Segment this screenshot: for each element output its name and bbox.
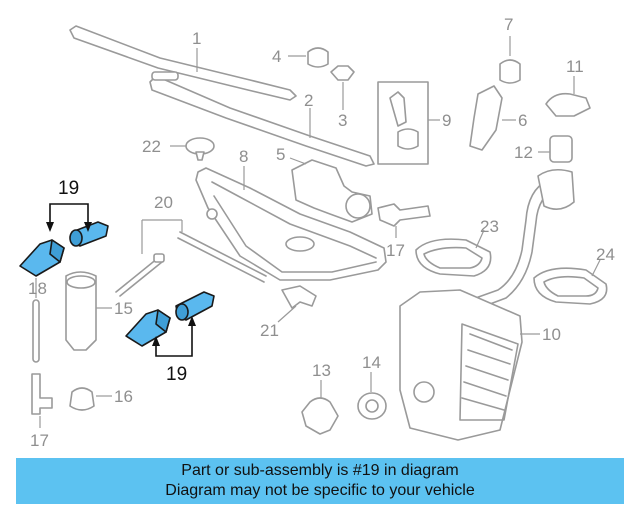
part-7-grommet: 7	[499, 15, 521, 84]
part-13-pump: 13	[301, 361, 339, 435]
part-9-hardware-kit: 9	[377, 81, 451, 165]
callout-1: 1	[192, 29, 201, 48]
callout-23: 23	[480, 217, 499, 236]
washer-hose	[469, 168, 575, 311]
part-19-nozzle-lower: 19	[125, 291, 215, 385]
part-1-wiper-arm: 1	[69, 25, 297, 101]
callout-21: 21	[260, 321, 279, 340]
part-18-hose: 18	[28, 278, 47, 363]
part-5-wiper-motor: 5	[276, 145, 373, 223]
callout-18: 18	[28, 279, 47, 298]
callout-11: 11	[566, 57, 584, 76]
arrow-head-19b-right	[188, 316, 196, 326]
callout-16: 16	[114, 387, 133, 406]
callout-14: 14	[362, 353, 381, 372]
part-17-connector-left: 17	[30, 373, 53, 450]
callout-4: 4	[272, 47, 281, 66]
banner-line-2: Diagram may not be specific to your vehi…	[165, 482, 475, 499]
part-15-washer-pump: 15	[65, 271, 133, 351]
callout-12: 12	[514, 143, 533, 162]
callout-8: 8	[239, 147, 248, 166]
arrow-head-19a-right	[84, 222, 92, 232]
parts-diagram: 1 2 3 4 5 6 7	[19, 15, 615, 450]
callout-19-lower: 19	[166, 364, 187, 385]
callout-5: 5	[276, 145, 285, 164]
callout-9: 9	[442, 111, 451, 130]
part-20-hoses: 20	[115, 193, 267, 297]
callout-22: 22	[142, 137, 161, 156]
callout-6: 6	[518, 111, 527, 130]
part-12-sleeve: 12	[514, 135, 573, 163]
part-16-grommet: 16	[69, 387, 133, 411]
part-14-seal: 14	[357, 353, 387, 420]
info-banner: Part or sub-assembly is #19 in diagram D…	[16, 458, 624, 504]
callout-13: 13	[312, 361, 331, 380]
part-23-nozzle: 23	[415, 217, 499, 277]
callout-20: 20	[154, 193, 173, 212]
part-3-nut: 3	[330, 65, 355, 130]
arrow-head-19b-left	[152, 336, 160, 346]
callout-24: 24	[596, 245, 615, 264]
callout-3: 3	[338, 111, 347, 130]
part-10-reservoir: 10	[399, 289, 561, 441]
part-11-mount: 11	[545, 57, 591, 117]
part-2-wiper-arm-lower: 2	[149, 71, 375, 167]
callout-7: 7	[504, 15, 513, 34]
arrow-head-19a-left	[46, 222, 54, 232]
part-22-clip: 22	[142, 137, 215, 161]
part-24-nozzle: 24	[533, 245, 615, 305]
callout-10: 10	[542, 325, 561, 344]
callout-2: 2	[304, 91, 313, 110]
part-21-y-connector: 21	[260, 285, 317, 340]
callout-19-upper: 19	[58, 178, 79, 199]
part-4-cap: 4	[272, 47, 329, 68]
banner-line-1: Part or sub-assembly is #19 in diagram	[181, 462, 459, 479]
part-6-bracket: 6	[469, 85, 527, 151]
callout-15: 15	[114, 299, 133, 318]
callout-17-middle: 17	[386, 241, 405, 260]
part-8-wiper-linkage: 8	[195, 147, 387, 281]
part-17-connector-middle: 17	[377, 203, 431, 260]
callout-17-left: 17	[30, 431, 49, 450]
part-19-nozzle-upper: 19	[19, 178, 109, 277]
